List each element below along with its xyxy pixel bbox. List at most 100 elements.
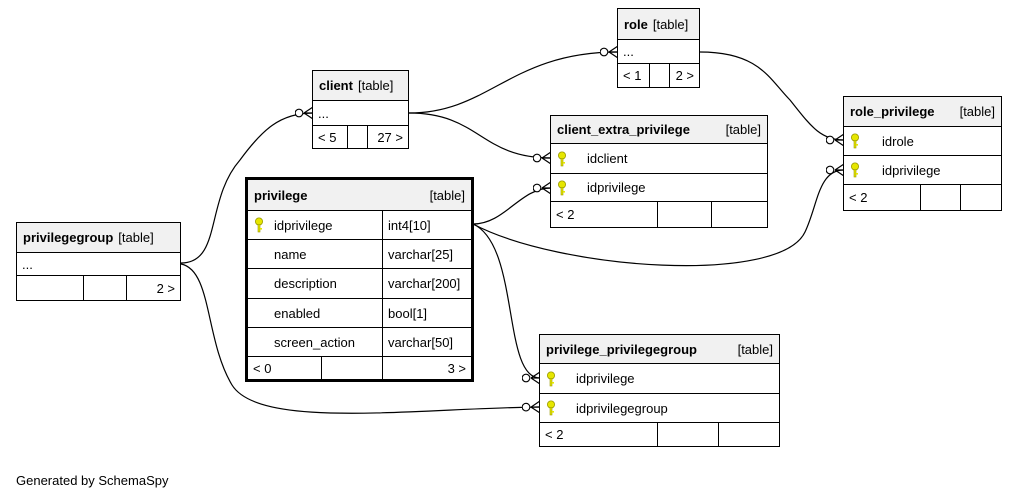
edge-privilegegroup-privilege-privilegegroup bbox=[180, 263, 540, 414]
column-name: idprivilege bbox=[587, 180, 646, 195]
table-name: role bbox=[624, 16, 648, 32]
key-icon bbox=[248, 217, 270, 233]
table-footer: < 2 bbox=[551, 202, 767, 227]
ellipsis-row: ... bbox=[22, 256, 33, 272]
column-type: int4[10] bbox=[382, 211, 471, 239]
edge-privilegegroup-client bbox=[180, 113, 313, 264]
column-type: varchar[200] bbox=[382, 269, 471, 298]
edge-role-role-privilege bbox=[699, 51, 844, 140]
footer-blank bbox=[920, 185, 960, 210]
column-name: idprivilege bbox=[882, 162, 941, 178]
table-tag: [table] bbox=[118, 230, 154, 245]
footer-parents: < 2 bbox=[849, 190, 868, 205]
column-row: ... bbox=[313, 101, 408, 126]
ellipsis-row: ... bbox=[318, 105, 329, 121]
edge-privilege-role-privilege bbox=[472, 170, 844, 267]
column-name: name bbox=[274, 246, 307, 262]
table-role[interactable]: role [table] ... < 1 2 > bbox=[617, 8, 700, 88]
footer-blank bbox=[347, 126, 367, 148]
table-header: client_extra_privilege [table] bbox=[551, 116, 767, 144]
key-icon bbox=[551, 151, 573, 167]
table-footer: < 1 2 > bbox=[618, 64, 699, 87]
key-icon bbox=[844, 133, 866, 149]
table-tag: [table] bbox=[429, 187, 465, 203]
table-privilege[interactable]: privilege [table] idprivilege int4[10] n… bbox=[245, 177, 474, 382]
table-footer: 2 > bbox=[17, 276, 180, 300]
footer-parents: < 2 bbox=[545, 427, 564, 442]
column-row: idrole bbox=[844, 127, 1001, 156]
table-tag: [table] bbox=[725, 122, 761, 137]
footer-blank bbox=[321, 357, 382, 379]
footer-children bbox=[711, 202, 767, 227]
table-tag: [table] bbox=[959, 104, 995, 119]
column-name: idprivilege bbox=[576, 371, 635, 386]
column-name: screen_action bbox=[274, 334, 355, 350]
key-icon bbox=[540, 400, 562, 416]
table-tag: [table] bbox=[652, 16, 689, 32]
column-row: idprivilegegroup bbox=[540, 394, 779, 423]
footer-blank bbox=[83, 276, 126, 300]
column-row: enabled bool[1] bbox=[248, 299, 471, 328]
generated-by-credit: Generated by SchemaSpy bbox=[16, 473, 169, 488]
table-header: privilegegroup [table] bbox=[17, 223, 180, 253]
column-name: idrole bbox=[882, 133, 914, 149]
column-name: idprivilegegroup bbox=[576, 400, 668, 416]
table-header: privilege [table] bbox=[248, 180, 471, 211]
key-icon bbox=[551, 180, 573, 196]
column-name: enabled bbox=[274, 305, 321, 321]
table-footer: < 2 bbox=[844, 185, 1001, 210]
table-name: client bbox=[319, 78, 353, 93]
column-row: ... bbox=[618, 40, 699, 64]
footer-children: 2 > bbox=[126, 276, 180, 300]
table-name: privilegegroup bbox=[23, 230, 114, 245]
footer-parents: < 2 bbox=[556, 207, 575, 222]
table-header: client [table] bbox=[313, 71, 408, 101]
edge-privilege-privilege-privilegegroup bbox=[472, 223, 540, 378]
table-privilege-privilegegroup[interactable]: privilege_privilegegroup [table] idprivi… bbox=[539, 334, 780, 447]
table-client[interactable]: client [table] ... < 5 27 > bbox=[312, 70, 409, 149]
table-header: privilege_privilegegroup [table] bbox=[540, 335, 779, 364]
edge-client-client-extra-privilege bbox=[408, 112, 551, 158]
table-name: privilege bbox=[254, 187, 308, 203]
column-row: name varchar[25] bbox=[248, 240, 471, 269]
column-row: description varchar[200] bbox=[248, 269, 471, 299]
footer-children bbox=[718, 423, 779, 446]
column-row: idprivilege bbox=[540, 364, 779, 394]
key-icon bbox=[844, 162, 866, 178]
column-name: description bbox=[274, 276, 337, 291]
footer-blank bbox=[649, 64, 669, 87]
edge-client-role bbox=[408, 52, 618, 114]
column-row: idprivilege bbox=[551, 174, 767, 202]
footer-children bbox=[960, 185, 1001, 210]
footer-parents: < 1 bbox=[623, 68, 642, 83]
column-type: varchar[50] bbox=[382, 328, 471, 356]
column-row: screen_action varchar[50] bbox=[248, 328, 471, 357]
key-icon bbox=[540, 371, 562, 387]
table-name: client_extra_privilege bbox=[557, 122, 690, 137]
edge-privilege-client-extra-privilege bbox=[472, 188, 551, 225]
footer-parents: < 5 bbox=[318, 129, 337, 145]
table-header: role [table] bbox=[618, 9, 699, 40]
table-tag: [table] bbox=[357, 78, 394, 93]
footer-children: 2 > bbox=[669, 64, 699, 87]
column-name: idclient bbox=[587, 151, 628, 166]
table-header: role_privilege [table] bbox=[844, 97, 1001, 127]
table-footer: < 2 bbox=[540, 423, 779, 446]
ellipsis-row: ... bbox=[623, 44, 634, 59]
table-name: role_privilege bbox=[850, 104, 935, 119]
column-type: bool[1] bbox=[382, 299, 471, 327]
footer-parents: < 0 bbox=[253, 360, 272, 376]
table-footer: < 0 3 > bbox=[248, 357, 471, 379]
table-privilegegroup[interactable]: privilegegroup [table] ... 2 > bbox=[16, 222, 181, 301]
table-client-extra-privilege[interactable]: client_extra_privilege [table] idclient … bbox=[550, 115, 768, 228]
table-name: privilege_privilegegroup bbox=[546, 341, 697, 357]
footer-parents bbox=[17, 276, 83, 300]
column-row: idclient bbox=[551, 144, 767, 174]
column-row: idprivilege bbox=[844, 156, 1001, 185]
footer-blank bbox=[657, 423, 718, 446]
column-name: idprivilege bbox=[274, 217, 333, 233]
column-row: idprivilege int4[10] bbox=[248, 211, 471, 240]
table-role-privilege[interactable]: role_privilege [table] idrole idprivileg… bbox=[843, 96, 1002, 211]
table-tag: [table] bbox=[737, 341, 773, 357]
